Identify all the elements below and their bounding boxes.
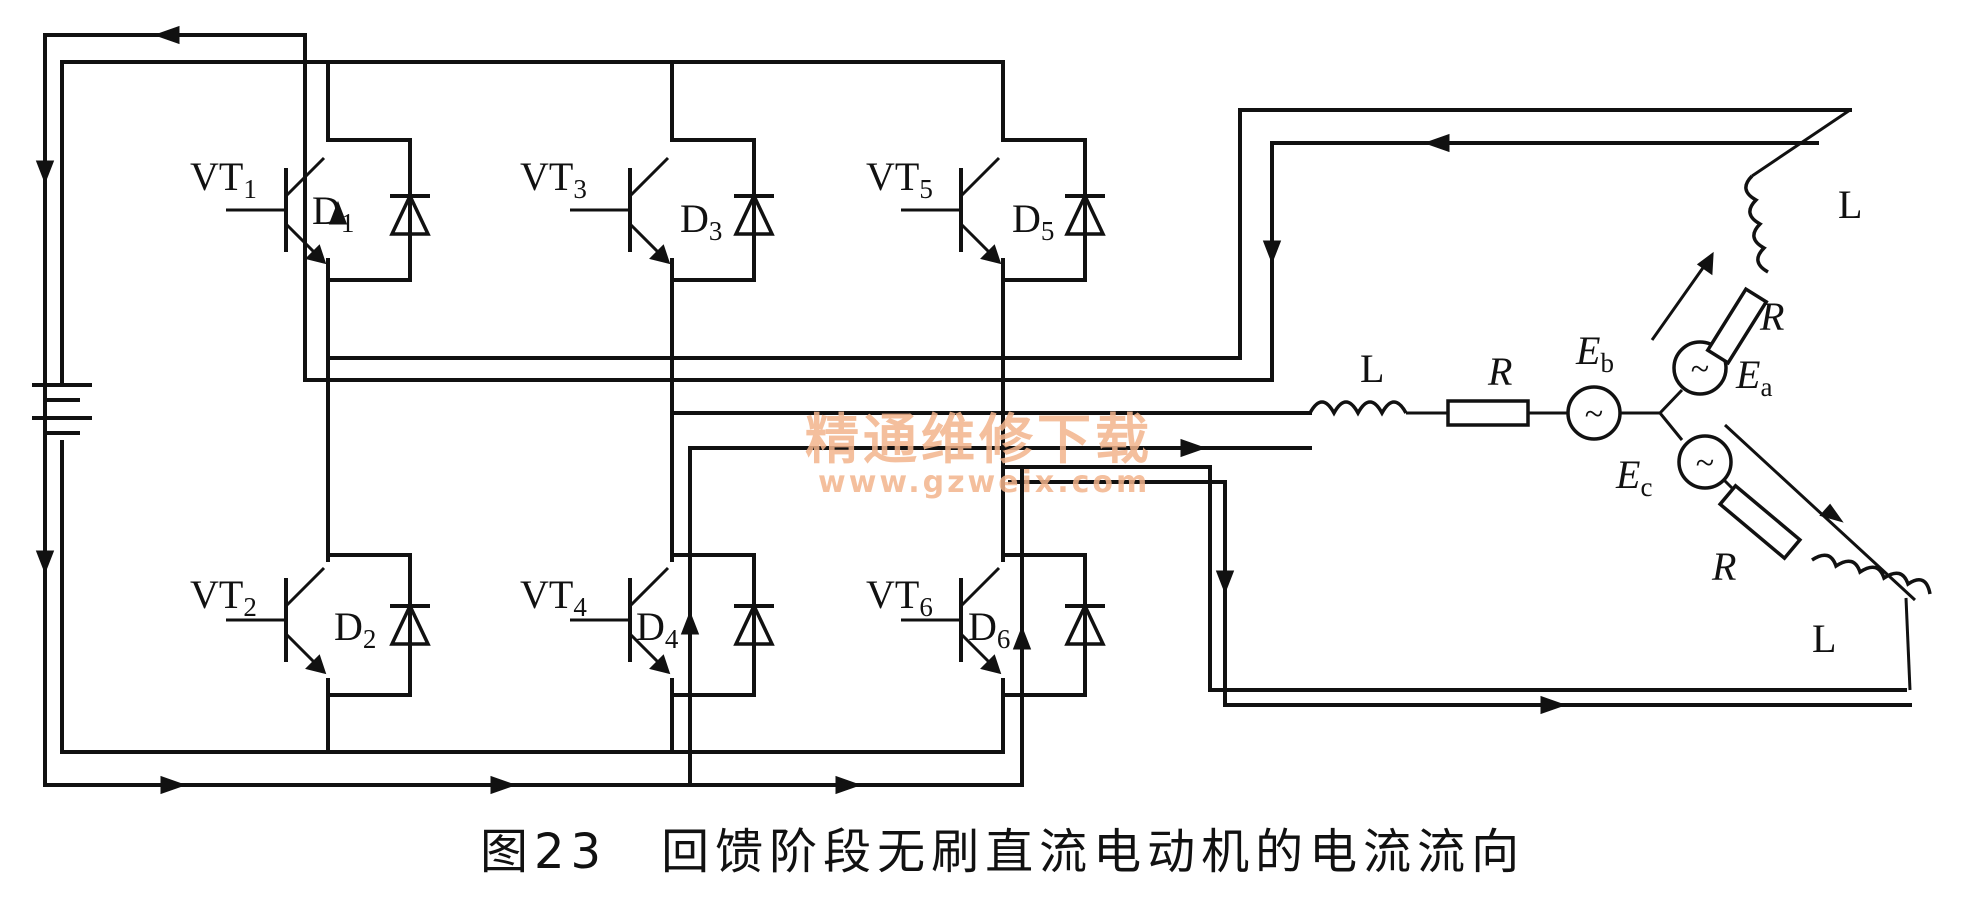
inverter-bridge — [60, 60, 1907, 754]
vt3-label: VT3 — [520, 154, 587, 204]
emf-c-label: Ec — [1615, 452, 1652, 502]
watermark-url: www.gzweix.com — [818, 465, 1150, 500]
vt6-label: VT6 — [866, 572, 933, 622]
d1-label: D1 — [312, 188, 354, 238]
vt2-label: VT2 — [190, 572, 257, 622]
inductor-b-label: L — [1360, 346, 1384, 391]
vt5-label: VT5 — [866, 154, 933, 204]
inductor-c-label: L — [1812, 616, 1836, 661]
d4-label: D4 — [636, 604, 679, 654]
source-b-symbol: ~ — [1585, 396, 1603, 433]
d5-label: D5 — [1012, 196, 1054, 246]
current-flow-paths — [43, 33, 1912, 787]
d2-label: D2 — [334, 604, 376, 654]
resistor-c-label: R — [1711, 544, 1736, 589]
component-labels: VT1 VT2 VT3 VT4 VT5 VT6 D1 D2 D3 D4 D5 D… — [190, 154, 1862, 661]
vt4-label: VT4 — [520, 572, 587, 622]
inductor-a-label: L — [1838, 182, 1862, 227]
resistor-b-label: R — [1487, 349, 1512, 394]
emf-b-label: Eb — [1575, 328, 1614, 378]
d3-label: D3 — [680, 196, 722, 246]
watermark-title: 精通维修下载 — [805, 408, 1153, 471]
source-a-symbol: ~ — [1691, 351, 1709, 388]
motor-windings: ~ ~ ~ — [1308, 108, 1932, 691]
resistor-a-label: R — [1759, 294, 1784, 339]
vt1-label: VT1 — [190, 154, 257, 204]
source-c-symbol: ~ — [1696, 445, 1714, 482]
watermark: 精通维修下载 www.gzweix.com — [805, 408, 1153, 500]
battery-icon — [32, 383, 92, 435]
figure-caption: 图23 回馈阶段无刷直流电动机的电流流向 — [480, 824, 1525, 880]
emf-a-label: Ea — [1735, 352, 1772, 402]
d6-label: D6 — [968, 604, 1010, 654]
